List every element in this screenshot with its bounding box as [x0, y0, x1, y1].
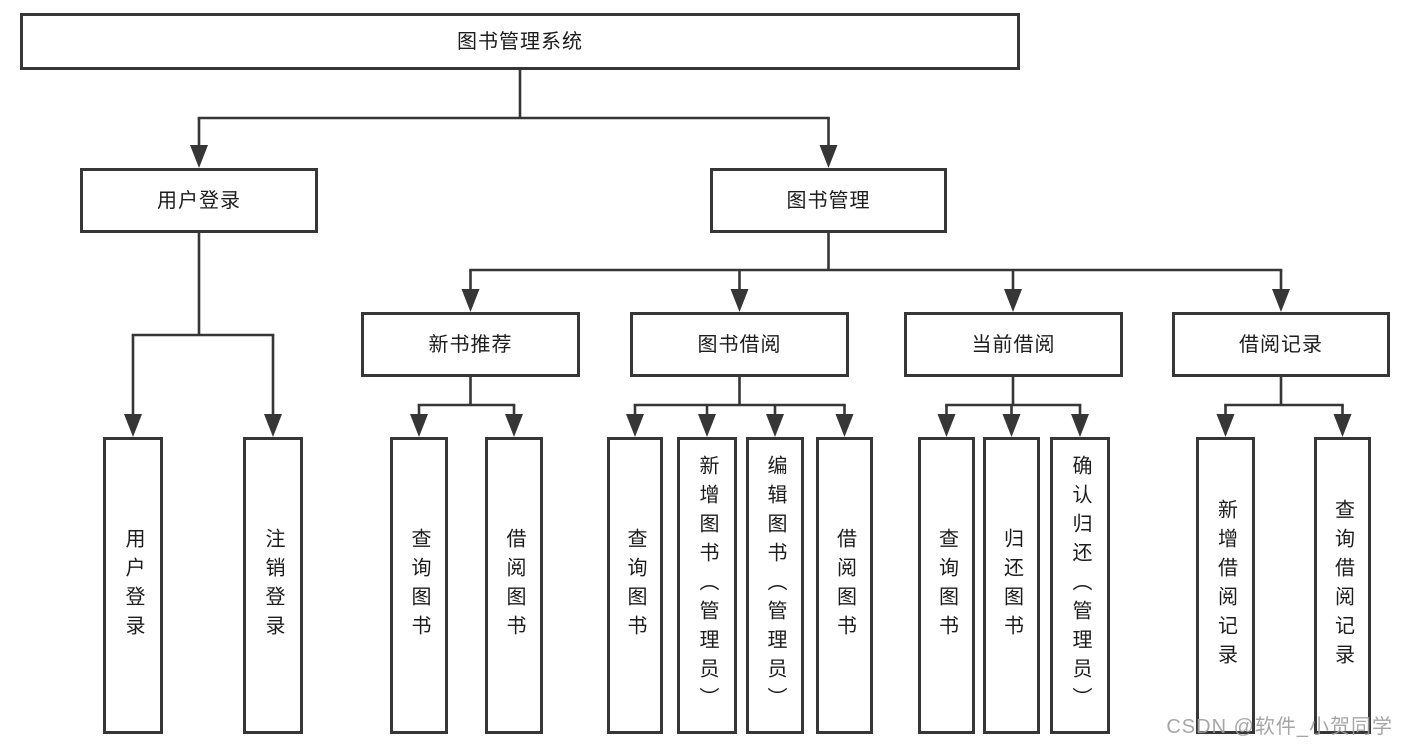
node-borrow-record: 借阅记录 [1172, 312, 1390, 377]
arrowhead-icon [835, 414, 854, 437]
node-root: 图书管理系统 [20, 13, 1020, 70]
connector [937, 377, 1089, 437]
connector [1216, 377, 1352, 437]
arrowhead-icon [626, 414, 644, 437]
arrowhead-icon [1071, 414, 1089, 437]
node-leaf-logout: 注销登录 [243, 437, 303, 734]
connector [626, 377, 854, 437]
node-leaf-rec-query: 查询图书 [390, 437, 448, 734]
arrowhead-icon [730, 289, 749, 312]
arrowhead-icon [819, 145, 838, 168]
node-current-borrow: 当前借阅 [904, 312, 1123, 377]
node-leaf-user-login: 用户登录 [103, 437, 163, 734]
node-leaf-current-query: 查询图书 [918, 437, 975, 734]
connector [124, 233, 282, 437]
arrowhead-icon [124, 414, 142, 437]
arrowhead-icon [937, 414, 956, 437]
connector [461, 233, 1290, 312]
node-leaf-current-confirm: 确认归还（管理员） [1050, 437, 1110, 734]
node-user-login: 用户登录 [80, 168, 318, 233]
arrowhead-icon [1004, 289, 1022, 312]
node-leaf-record-query: 查询借阅记录 [1314, 437, 1371, 734]
connector [190, 70, 838, 168]
arrowhead-icon [1272, 289, 1290, 312]
node-leaf-record-add: 新增借阅记录 [1196, 437, 1255, 734]
node-leaf-rec-borrow: 借阅图书 [485, 437, 543, 734]
connector [410, 377, 523, 437]
arrowhead-icon [410, 414, 428, 437]
arrowhead-icon [766, 414, 784, 437]
arrowhead-icon [698, 414, 716, 437]
node-leaf-borrow-add: 新增图书（管理员） [677, 437, 737, 734]
node-book-borrow: 图书借阅 [630, 312, 849, 377]
arrowhead-icon [264, 414, 282, 437]
arrowhead-icon [461, 289, 480, 312]
watermark: CSDN @软件_小贺同学 [1166, 716, 1393, 738]
node-book-mgmt: 图书管理 [710, 168, 947, 233]
arrowhead-icon [1333, 414, 1352, 437]
arrowhead-icon [1216, 414, 1235, 437]
node-leaf-borrow-query: 查询图书 [607, 437, 663, 734]
node-leaf-borrow-borrow: 借阅图书 [816, 437, 873, 734]
arrowhead-icon [505, 414, 523, 437]
arrowhead-icon [190, 145, 208, 168]
arrowhead-icon [1002, 414, 1021, 437]
node-leaf-borrow-edit: 编辑图书（管理员） [746, 437, 804, 734]
node-leaf-current-return: 归还图书 [983, 437, 1040, 734]
node-new-book-rec: 新书推荐 [361, 312, 580, 377]
